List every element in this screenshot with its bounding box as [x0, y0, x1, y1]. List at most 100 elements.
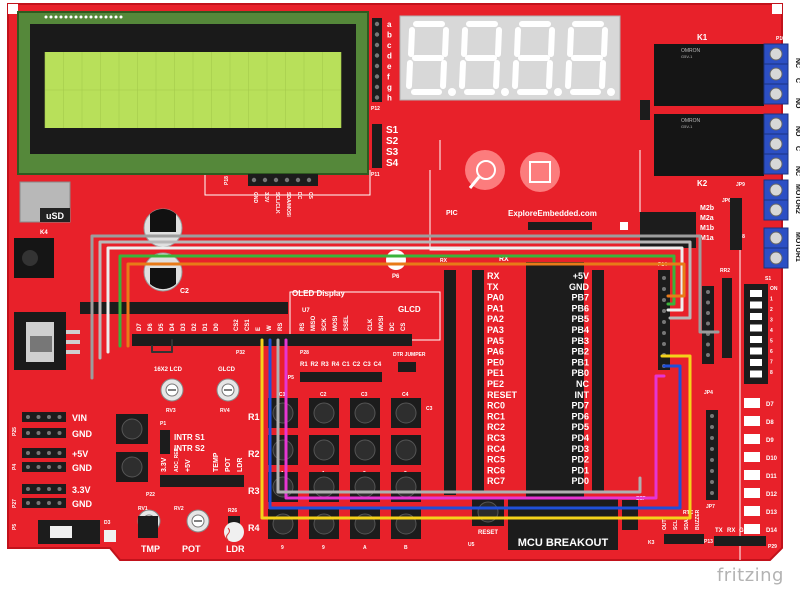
- keypad-key[interactable]: 2: [350, 435, 380, 477]
- header-pin: [662, 298, 666, 302]
- lcd-pin-label: D7: [137, 323, 143, 331]
- jumper-label: C2: [353, 362, 361, 368]
- micro-sd-label-bg: [40, 208, 70, 222]
- intr-label: INTR S1: [174, 433, 205, 442]
- rr2-ref: RR2: [720, 268, 730, 274]
- k3-ref: K3: [648, 540, 655, 546]
- header-pin: [706, 290, 710, 294]
- lcd-pin-label: RS: [278, 323, 284, 331]
- relay-k1-model: G5V-1: [681, 54, 693, 59]
- mount-hole-p6: [386, 250, 406, 270]
- header-pin: [57, 487, 62, 491]
- p1-ref: P1: [160, 421, 166, 427]
- segment-digit: [512, 21, 562, 96]
- dip-switch-lever[interactable]: [750, 313, 762, 320]
- relay-k1-brand: OMRON: [681, 48, 701, 54]
- keypad-key[interactable]: [391, 398, 421, 428]
- sensor-label: LDR: [237, 458, 244, 472]
- serial-label: 5V: [751, 528, 758, 534]
- interrupt-button[interactable]: [116, 452, 148, 482]
- p10-ref: P10: [776, 36, 785, 42]
- keypad-key[interactable]: [268, 398, 298, 428]
- interrupt-button[interactable]: [116, 414, 148, 444]
- lcd-pin-hole: [64, 15, 68, 19]
- relay-k2-model: G5V-1: [681, 124, 693, 129]
- header-pin: [374, 74, 380, 79]
- jumper-label: R4: [332, 362, 340, 368]
- lcd-glcd-pin-header: [132, 334, 412, 346]
- header-pin: [26, 415, 30, 419]
- header-pin: [710, 480, 714, 484]
- header-pin: [662, 276, 666, 280]
- dip-switch-lever[interactable]: [750, 301, 762, 309]
- pic-pin-label: PD3: [571, 444, 589, 454]
- oled-pin-header: [248, 174, 318, 186]
- dip-switch-lever[interactable]: [750, 370, 762, 378]
- potentiometers: [137, 378, 240, 533]
- lcd-pin-hole: [99, 15, 103, 19]
- i2c-label: OUT: [662, 519, 668, 530]
- terminal-screw: [769, 183, 783, 197]
- led: [744, 506, 760, 516]
- terminal-screw: [769, 117, 783, 131]
- keypad-key[interactable]: [350, 398, 380, 428]
- seven-segment-display: [399, 15, 621, 101]
- header-pin: [710, 469, 714, 473]
- motor-pin-label: M1a: [700, 235, 714, 242]
- terminal-screw: [769, 137, 783, 151]
- sensor-label: +5V: [185, 459, 192, 472]
- silkscreen-lines: [204, 140, 741, 560]
- pic-pin-label: RESET: [487, 390, 518, 400]
- intr-label: INTR S2: [174, 444, 205, 453]
- segment-digit: [459, 21, 509, 96]
- keypad-key[interactable]: B: [391, 509, 421, 551]
- dip-switch-lever[interactable]: [750, 324, 762, 332]
- dip-label: 7: [770, 360, 773, 366]
- led: [744, 524, 760, 534]
- switch-label: S4: [386, 158, 399, 169]
- pic-pin-label: RC4: [487, 444, 505, 454]
- segment-label: e: [387, 62, 392, 71]
- brand-text: ExploreEmbedded.com: [508, 209, 597, 218]
- trimmer-potentiometer[interactable]: [216, 378, 240, 402]
- pic-pin-label: NC: [576, 379, 589, 389]
- trimmer-potentiometer[interactable]: [186, 509, 210, 533]
- header-pin: [706, 321, 710, 326]
- serial-label: TX: [715, 528, 723, 534]
- dip-switch-lever[interactable]: [750, 290, 762, 297]
- switch-label: S2: [386, 136, 399, 147]
- dip-switch-lever[interactable]: [750, 347, 762, 355]
- header-pin: [374, 53, 380, 58]
- header-pin: [295, 177, 301, 183]
- power-header-row: [22, 448, 66, 458]
- lcd-pin-label: CS2: [234, 319, 240, 331]
- c3-ref: C3: [426, 406, 433, 412]
- resistor-network-rr2: [722, 278, 732, 358]
- keypad-key[interactable]: [309, 398, 339, 428]
- relay-k1-label: K1: [697, 33, 708, 42]
- trimmer-potentiometer[interactable]: [160, 378, 184, 402]
- keypad-key[interactable]: 1: [309, 435, 339, 477]
- header-pin: [26, 501, 30, 505]
- led: [744, 398, 760, 408]
- jp6-ref: JP6: [722, 198, 731, 204]
- dip-switch-lever[interactable]: [750, 336, 762, 343]
- relay-k2-label: K2: [697, 179, 708, 188]
- terminal-screw: [769, 157, 783, 171]
- dip-switch-lever[interactable]: [750, 359, 762, 366]
- terminal-screw: [769, 67, 783, 81]
- power-header-row: [22, 412, 66, 422]
- keypad-row-label: R3: [248, 486, 260, 496]
- header-pin: [710, 436, 714, 440]
- pic-pin-label: PD1: [571, 465, 589, 475]
- pic-pin-label: PD6: [571, 411, 589, 421]
- lcd-pin-label: DC: [390, 322, 396, 331]
- pic-right-pins: [592, 270, 604, 492]
- i2c-header: [664, 534, 704, 544]
- led-label: D13: [766, 510, 778, 516]
- power-ref: P27: [12, 499, 18, 508]
- reset-button[interactable]: [472, 498, 504, 526]
- header-pin: [26, 451, 30, 455]
